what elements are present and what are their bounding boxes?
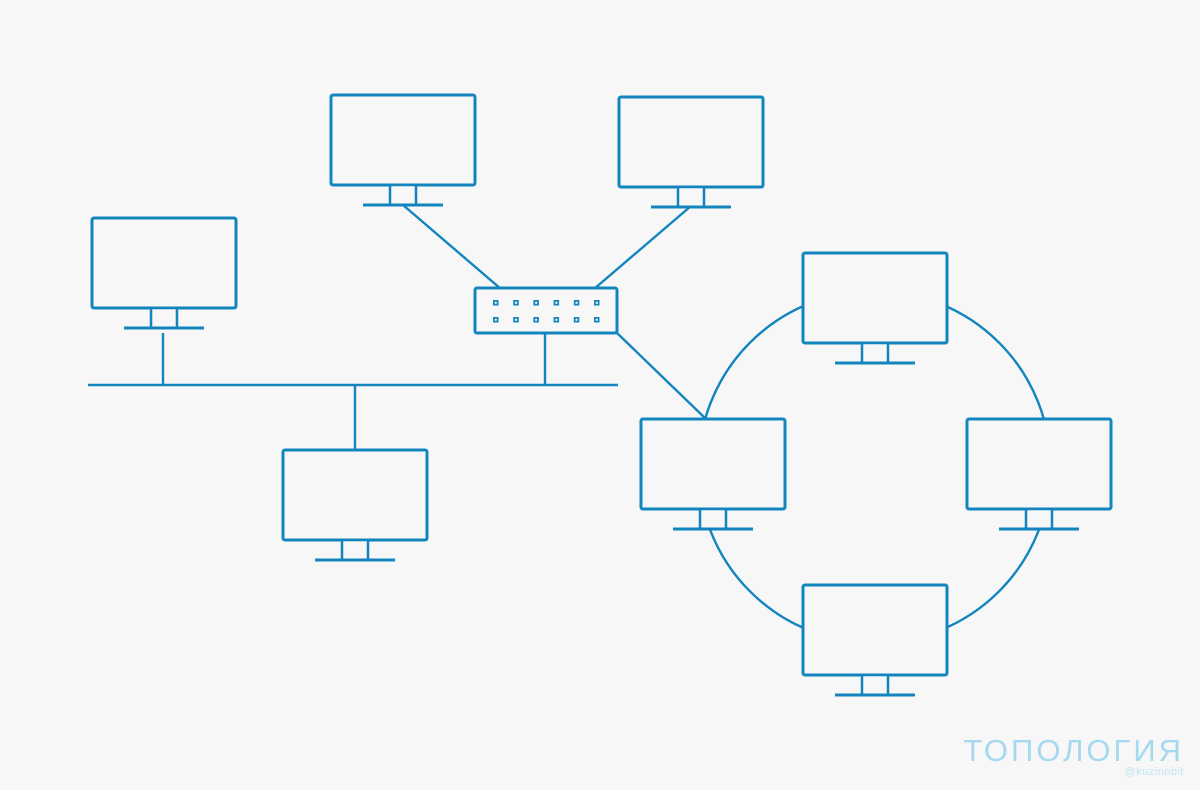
switch-to-ring-line — [615, 331, 707, 420]
monitor-bus-bottom — [281, 448, 429, 542]
network-switch-port-dot — [555, 301, 558, 304]
monitor-ring-left-stand-neck — [698, 507, 728, 531]
switch-to-topleft-monitor — [402, 204, 502, 290]
monitor-star-top-left — [329, 93, 477, 187]
author-credit: @kuzinobit — [1124, 766, 1184, 778]
monitor-ring-right-stand-neck — [1024, 507, 1054, 531]
network-switch-port-dot — [555, 318, 558, 321]
network-switch-port-dot — [514, 301, 517, 304]
monitor-star-top-right-stand-neck — [676, 185, 706, 209]
network-switch-port-dot — [494, 318, 497, 321]
title-block: ТОПОЛОГИЯ @kuzinobit — [963, 735, 1184, 778]
monitor-star-top-right — [617, 95, 765, 189]
monitor-bus-left-stand-neck — [149, 306, 179, 330]
monitor-ring-top-stand-neck — [860, 341, 890, 365]
network-switch-port-dot — [575, 318, 578, 321]
monitor-bus-bottom-stand-neck — [340, 538, 370, 562]
monitor-ring-bottom — [801, 583, 949, 677]
network-switch-port-dot — [595, 301, 598, 304]
switch-to-topright-monitor — [593, 205, 692, 290]
monitor-ring-right — [965, 417, 1113, 511]
monitor-ring-bottom-stand-neck — [860, 673, 890, 697]
network-switch-port-dot — [595, 318, 598, 321]
monitor-ring-top — [801, 251, 949, 345]
network-switch-port-dot — [535, 318, 538, 321]
network-switch-port-dot — [514, 318, 517, 321]
monitor-ring-left — [639, 417, 787, 511]
network-switch-port-dot — [494, 301, 497, 304]
monitor-star-top-left-stand-neck — [388, 183, 418, 207]
monitor-bus-left — [90, 216, 238, 310]
network-switch-port-dot — [575, 301, 578, 304]
poster-title: ТОПОЛОГИЯ — [963, 733, 1184, 768]
network-switch-port-dot — [535, 301, 538, 304]
network-switch — [473, 286, 619, 335]
